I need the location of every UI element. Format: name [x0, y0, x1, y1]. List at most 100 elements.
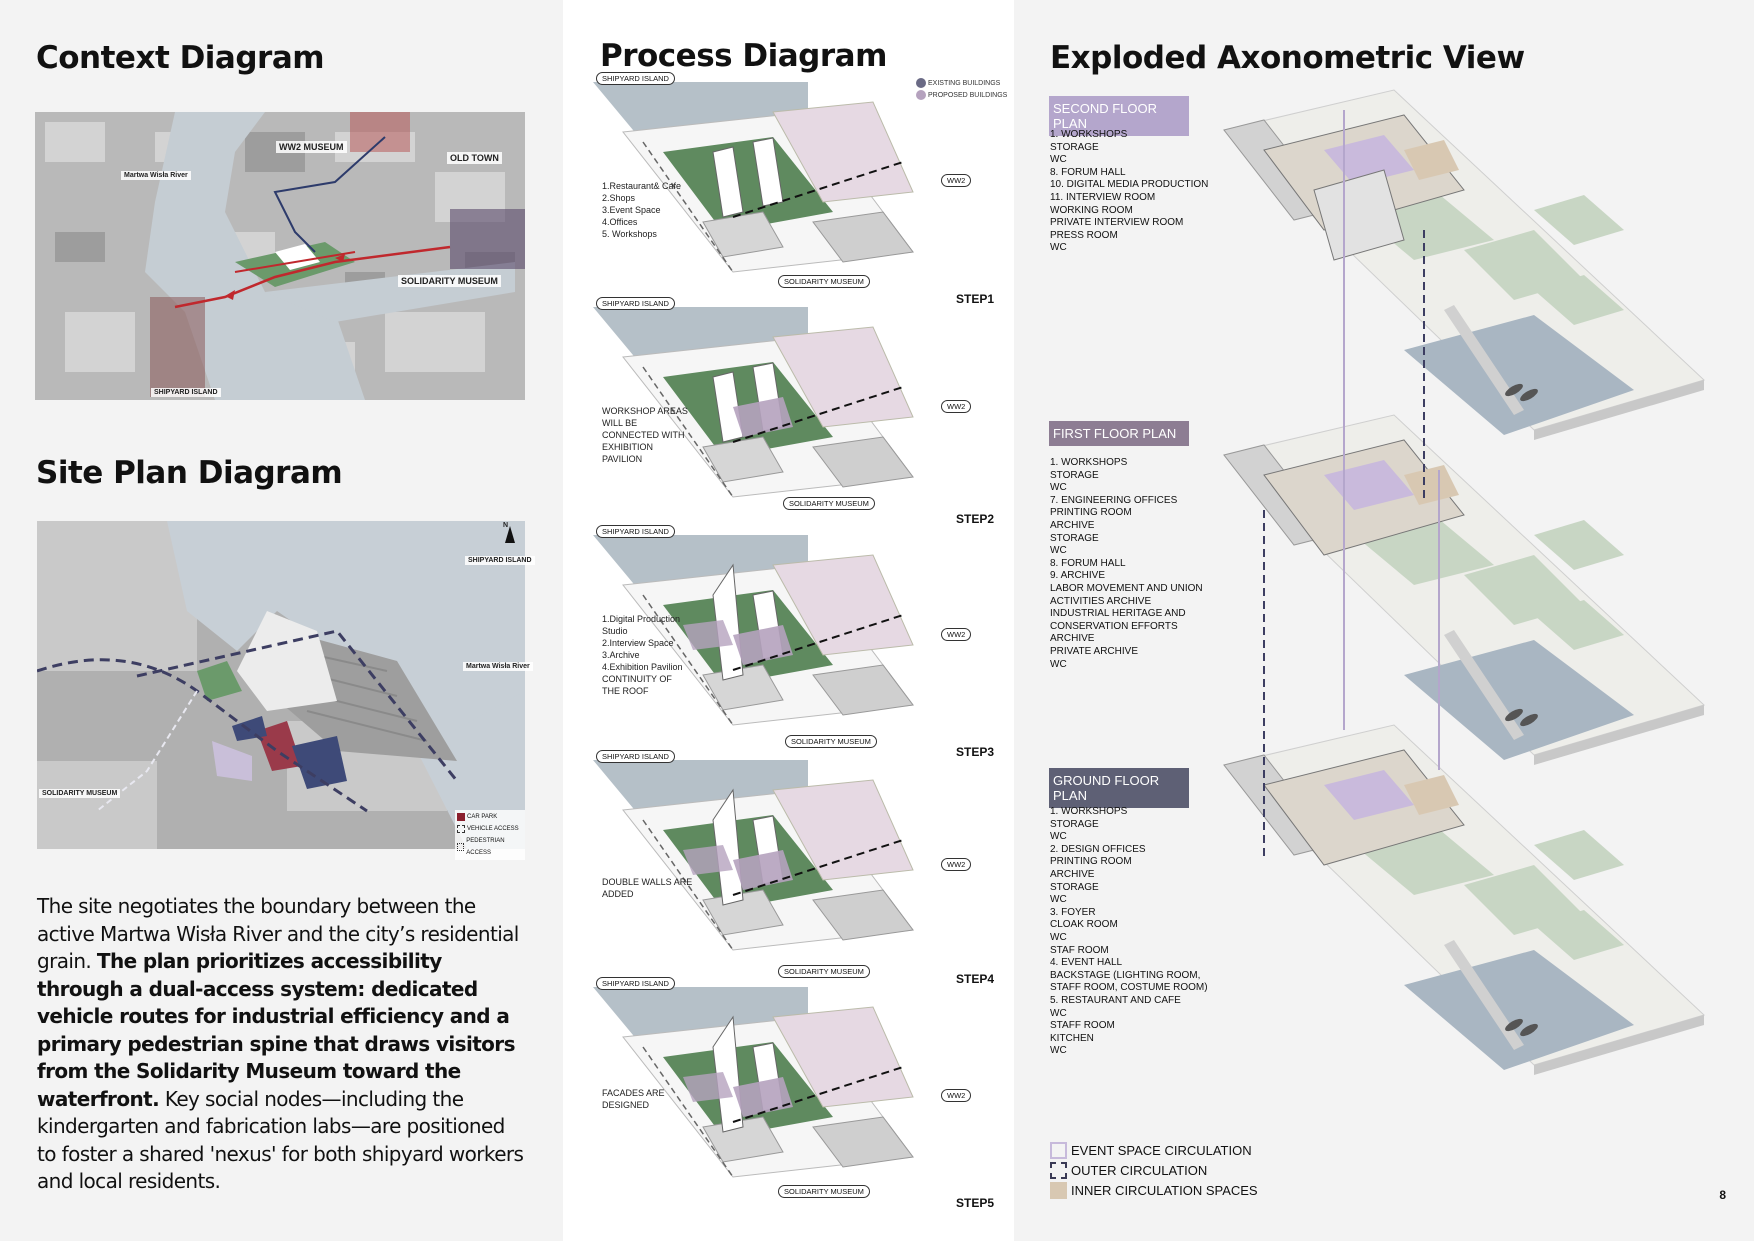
- legend-label: EVENT SPACE CIRCULATION: [1071, 1142, 1252, 1158]
- page-number: 8: [1719, 1188, 1726, 1202]
- room-list-item: WC: [1050, 545, 1067, 557]
- legend-label: PEDESTRIAN ACCESS: [466, 838, 505, 856]
- legend-swatch: [457, 825, 465, 833]
- room-list-item: STAFF ROOM, COSTUME ROOM): [1050, 982, 1208, 994]
- map-label-shipyard-island: SHIPYARD ISLAND: [151, 388, 221, 397]
- legend-label: EXISTING BUILDINGS: [928, 79, 1001, 87]
- room-list-item: 10. DIGITAL MEDIA PRODUCTION: [1050, 179, 1209, 191]
- room-list-item: STORAGE: [1050, 469, 1099, 481]
- siteplan-label-solidarity-museum: SOLIDARITY MUSEUM: [39, 789, 121, 798]
- room-list-item: 9. ARCHIVE: [1050, 570, 1106, 582]
- left-column: Context Diagram: [0, 0, 563, 1241]
- room-list-item: CONSERVATION EFFORTS: [1050, 620, 1178, 632]
- site-description-paragraph: The site negotiates the boundary between…: [37, 893, 527, 1196]
- room-list-item: WC: [1050, 1045, 1067, 1057]
- room-list-item: 8. FORUM HALL: [1050, 557, 1126, 569]
- legend-swatch: [457, 843, 465, 851]
- axonometric-drawing: [1223, 89, 1705, 1076]
- siteplan-label-river: Martwa Wisła River: [463, 662, 533, 671]
- process-step-drawing: [593, 307, 914, 498]
- room-list-item: 4. EVENT HALL: [1050, 957, 1123, 969]
- ground-floor-slab: [1223, 724, 1705, 1076]
- context-map-image: [35, 112, 525, 400]
- room-list-item: 7. ENGINEERING OFFICES: [1050, 494, 1178, 506]
- floor-tag-second: SECOND FLOOR PLAN: [1049, 96, 1189, 136]
- process-step: SHIPYARD ISLAND WW2 SOLIDARITY MUSEUM DO…: [563, 750, 1014, 986]
- process-step: SHIPYARD ISLAND WW2 SOLIDARITY MUSEUM 1.…: [563, 525, 1014, 759]
- floor-tag-first: FIRST FLOOR PLAN: [1049, 421, 1189, 446]
- process-step-label: STEP5: [955, 1196, 994, 1210]
- map-label-river: Martwa Wisła River: [121, 171, 191, 180]
- room-list-item: 5. RESTAURANT AND CAFE: [1050, 994, 1181, 1006]
- process-step: SHIPYARD ISLAND WW2 SOLIDARITY MUSEUM 1.…: [563, 72, 1014, 306]
- map-label-solidarity-museum: SOLIDARITY MUSEUM: [398, 275, 501, 287]
- room-list-item: STAF ROOM: [1050, 944, 1109, 956]
- process-step-note: DOUBLE WALLS ARE ADDED: [602, 877, 693, 899]
- room-list-item: STORAGE: [1050, 881, 1099, 893]
- siteplan-legend: CAR PARK VEHICLE ACCESS PEDESTRIAN ACCES…: [455, 810, 525, 860]
- room-list-item: 2. DESIGN OFFICES: [1050, 843, 1146, 855]
- room-list-item: 11. INTERVIEW ROOM: [1050, 191, 1156, 203]
- legend-proposed-buildings: PROPOSED BUILDINGS: [916, 90, 1007, 100]
- pill-shipyard-island: SHIPYARD ISLAND: [596, 297, 675, 310]
- pill-shipyard-island: SHIPYARD ISLAND: [596, 72, 675, 85]
- process-legend: EXISTING BUILDINGS PROPOSED BUILDINGS: [916, 78, 1007, 102]
- legend-label: PROPOSED BUILDINGS: [928, 91, 1008, 99]
- siteplan-label-shipyard-island: SHIPYARD ISLAND: [465, 556, 535, 565]
- room-list-item: WC: [1050, 831, 1067, 843]
- process-step-label: STEP3: [955, 745, 994, 759]
- right-column: Exploded Axonometric View SECOND FLOOR P…: [1014, 0, 1754, 1241]
- paragraph-bold-text: The plan prioritizes accessibility throu…: [37, 949, 515, 1111]
- map-label-old-town: OLD TOWN: [447, 152, 502, 164]
- exploded-axonometric-title: Exploded Axonometric View: [1050, 40, 1525, 76]
- process-step-drawing: [593, 987, 914, 1178]
- pill-solidarity-museum: SOLIDARITY MUSEUM: [778, 275, 870, 288]
- legend-dot: [916, 78, 926, 88]
- room-list-item: PRINTING ROOM: [1050, 856, 1132, 868]
- legend-existing-buildings: EXISTING BUILDINGS: [916, 78, 1007, 88]
- room-list-item: STORAGE: [1050, 141, 1099, 153]
- legend-label: OUTER CIRCULATION: [1071, 1162, 1208, 1178]
- pill-shipyard-island: SHIPYARD ISLAND: [596, 525, 675, 538]
- process-step-note: FACADES ARE DESIGNED: [602, 1088, 665, 1110]
- paragraph-text: The site negotiates the boundary between…: [37, 894, 519, 973]
- north-label: N: [503, 522, 509, 529]
- middle-column: Process Diagram EXISTING BUILDINGS PROPO…: [563, 0, 1014, 1241]
- pill-ww2: WW2: [941, 400, 972, 413]
- process-step-drawing: [593, 760, 914, 951]
- room-list-item: STORAGE: [1050, 818, 1099, 830]
- room-list-item: BACKSTAGE (LIGHTING ROOM,: [1050, 969, 1201, 981]
- legend-swatch: [1050, 1181, 1067, 1199]
- legend-label: INNER CIRCULATION SPACES: [1071, 1182, 1258, 1198]
- room-list-item: STAFF ROOM: [1050, 1020, 1115, 1032]
- legend-label: VEHICLE ACCESS: [467, 826, 519, 832]
- process-diagram-title: Process Diagram: [600, 38, 887, 74]
- room-list-item: WC: [1050, 242, 1067, 254]
- room-list-item: WC: [1050, 658, 1067, 670]
- room-list-item: STORAGE: [1050, 532, 1099, 544]
- room-list-item: 1. WORKSHOPS: [1050, 129, 1128, 140]
- room-list-item: WC: [1050, 154, 1067, 166]
- room-list-item: WC: [1050, 931, 1067, 943]
- pill-shipyard-island: SHIPYARD ISLAND: [596, 977, 675, 990]
- room-list-item: PRIVATE ARCHIVE: [1050, 645, 1138, 657]
- room-list-item: WC: [1050, 894, 1067, 906]
- room-list-item: 1. WORKSHOPS: [1050, 457, 1128, 468]
- room-list-item: 3. FOYER: [1050, 906, 1096, 918]
- process-step-note: 1.Digital Production Studio 2.Interview …: [602, 614, 683, 696]
- legend-event-space-circulation: EVENT SPACE CIRCULATION: [1050, 1140, 1258, 1160]
- process-step-note: WORKSHOP AREAS WILL BE CONNECTED WITH EX…: [602, 406, 688, 464]
- legend-dot: [916, 90, 926, 100]
- legend-swatch: [457, 813, 465, 821]
- process-step-label: STEP1: [955, 292, 994, 306]
- process-step-note: 1.Restaurant& Cafe 2.Shops 3.Event Space…: [602, 181, 682, 239]
- room-list-item: PRIVATE INTERVIEW ROOM: [1050, 217, 1184, 229]
- room-list-item: WC: [1050, 1007, 1067, 1019]
- room-list-item: KITCHEN: [1050, 1032, 1094, 1044]
- pill-solidarity-museum: SOLIDARITY MUSEUM: [778, 1185, 870, 1198]
- pill-ww2: WW2: [941, 174, 972, 187]
- context-diagram-title: Context Diagram: [36, 40, 325, 76]
- room-list-item: LABOR MOVEMENT AND UNION: [1050, 582, 1203, 594]
